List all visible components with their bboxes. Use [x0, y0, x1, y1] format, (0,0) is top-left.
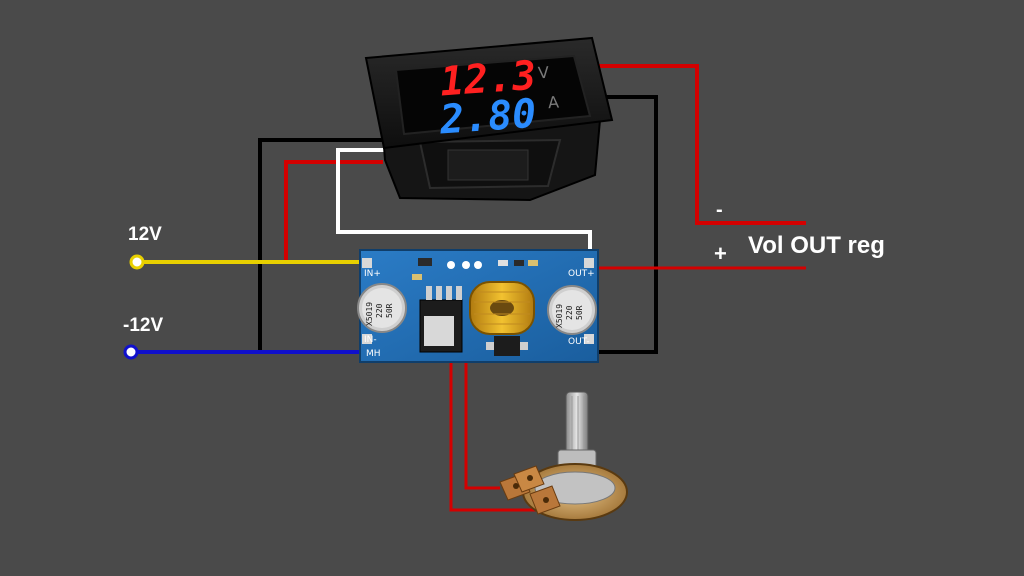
- red-wire-meter-to-12v: [284, 160, 383, 262]
- label-out-plus: OUT+: [568, 269, 595, 279]
- label-in-minus: IN-: [364, 335, 377, 345]
- potentiometer[interactable]: [499, 391, 628, 521]
- diode: [494, 336, 520, 356]
- label-out-minus: OUT-: [568, 337, 590, 347]
- white-wire-meter-to-out-plus: [336, 148, 592, 262]
- black-wire-meter-to-ground: [258, 138, 382, 352]
- input-capacitor: X5019 220 50R: [357, 283, 407, 333]
- output-capacitor: X5019 220 50R: [547, 285, 597, 335]
- output-capacitor-text-2: 220: [565, 305, 574, 320]
- voltage-unit: V: [537, 63, 549, 83]
- label-negative-12v: -12V: [123, 315, 163, 336]
- input-capacitor-text-2: 220: [375, 303, 384, 318]
- potentiometer-terminals: [499, 465, 561, 515]
- label-in-plus: IN+: [364, 269, 381, 279]
- voltmeter-ammeter-module: 12.3 V 2.80 A: [364, 36, 614, 202]
- voltage-reading: 12.3: [438, 53, 537, 106]
- input-capacitor-text-3: 50R: [385, 303, 394, 318]
- red-wire-meter-to-output-minus: [594, 64, 806, 225]
- output-capacitor-text-3: 50R: [575, 305, 584, 320]
- terminal-12v[interactable]: [129, 254, 145, 270]
- terminal-negative-12v[interactable]: [123, 344, 139, 360]
- current-reading: 2.80: [437, 91, 537, 144]
- label-mh: MH: [366, 349, 381, 359]
- label-output-minus: -: [716, 199, 723, 221]
- current-unit: A: [547, 93, 559, 113]
- buck-converter-board: IN+ IN- MH OUT+ OUT- X5019 220 50R X5019…: [357, 249, 599, 363]
- label-output-plus: +: [714, 241, 727, 266]
- label-output-title: Vol OUT reg: [748, 232, 885, 259]
- output-capacitor-text-1: X5019: [555, 304, 564, 328]
- regulator-chip: [419, 286, 463, 353]
- toroid-inductor: [469, 281, 535, 335]
- input-capacitor-text-1: X5019: [365, 302, 374, 326]
- black-wire-meter-to-out-minus: [594, 95, 658, 354]
- label-12v: 12V: [128, 224, 162, 245]
